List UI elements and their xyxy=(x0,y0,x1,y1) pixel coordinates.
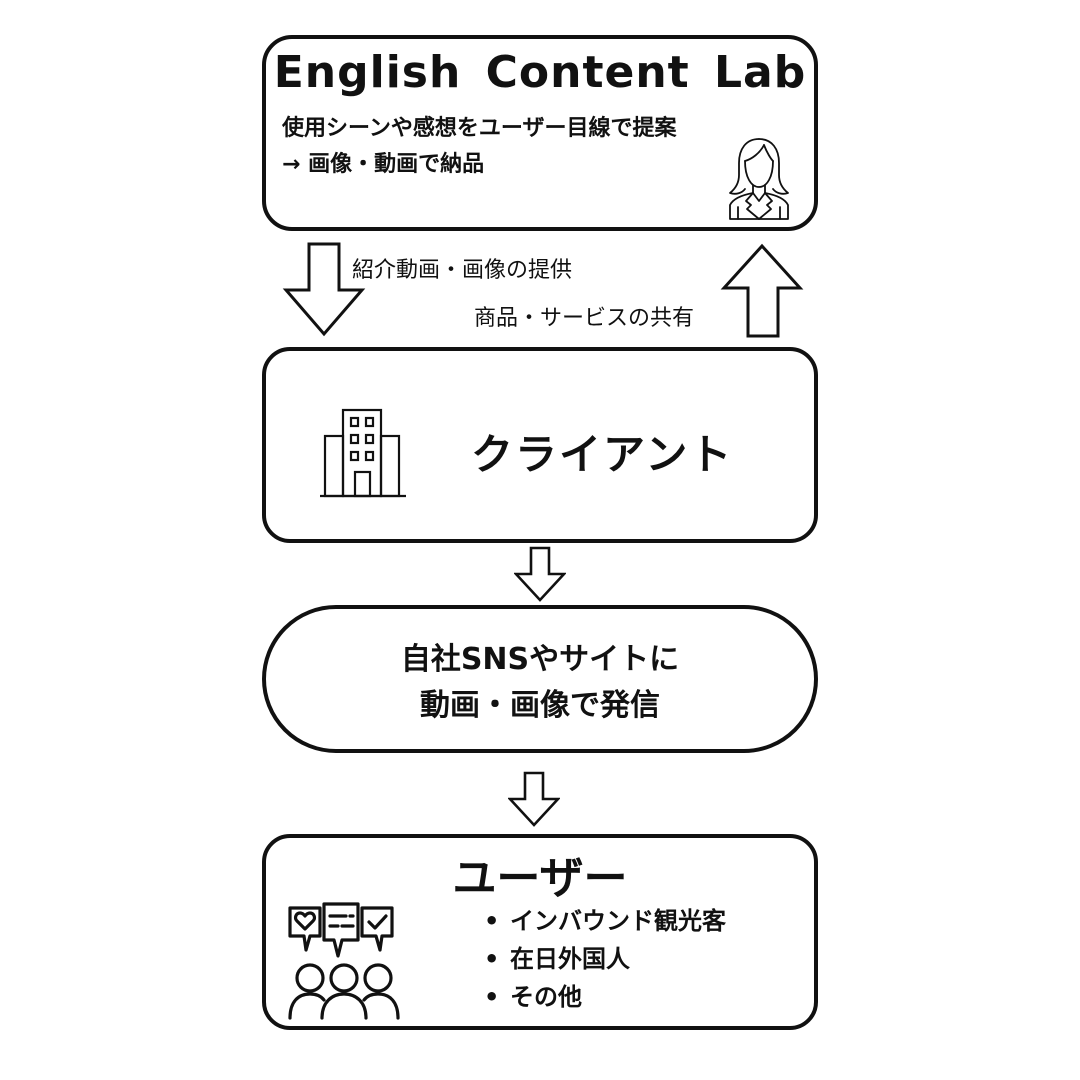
users-node: ユーザー インバウンド観光客 在日外国人 その他 xyxy=(262,834,818,1030)
publish-node: 自社SNSやサイトに 動画・画像で発信 xyxy=(262,605,818,753)
publish-label-line-2: 動画・画像で発信 xyxy=(420,688,660,723)
users-title: ユーザー xyxy=(452,853,628,904)
client-node: クライアント xyxy=(262,347,818,543)
description-line-2: → 画像・動画で納品 xyxy=(282,152,485,177)
arrow-down-publish-to-users xyxy=(508,771,560,827)
publish-label: 自社SNSやサイトに 動画・画像で発信 xyxy=(266,637,814,729)
arrow-up-client-to-lab xyxy=(720,243,804,338)
english-content-lab-description: 使用シーンや感想をユーザー目線で提案 → 画像・動画で納品 xyxy=(282,111,676,183)
users-list-item: インバウンド観光客 xyxy=(484,902,726,940)
users-list: インバウンド観光客 在日外国人 その他 xyxy=(484,902,726,1016)
arrow-down-client-to-publish xyxy=(514,546,566,602)
edge-label-client-to-lab: 商品・サービスの共有 xyxy=(474,306,695,331)
people-feedback-icon xyxy=(288,902,400,1020)
users-list-item: その他 xyxy=(484,978,726,1016)
description-line-1: 使用シーンや感想をユーザー目線で提案 xyxy=(282,116,677,141)
client-label: クライアント xyxy=(471,430,734,479)
arrow-down-lab-to-client xyxy=(282,242,366,337)
edge-label-lab-to-client: 紹介動画・画像の提供 xyxy=(352,258,573,283)
users-list-item: 在日外国人 xyxy=(484,940,726,978)
office-building-icon xyxy=(320,408,406,498)
english-content-lab-node: English Content Lab 使用シーンや感想をユーザー目線で提案 →… xyxy=(262,35,818,231)
businesswoman-icon xyxy=(729,138,789,220)
english-content-lab-title: English Content Lab xyxy=(273,47,807,98)
publish-label-line-1: 自社SNSやサイトに xyxy=(400,642,680,677)
